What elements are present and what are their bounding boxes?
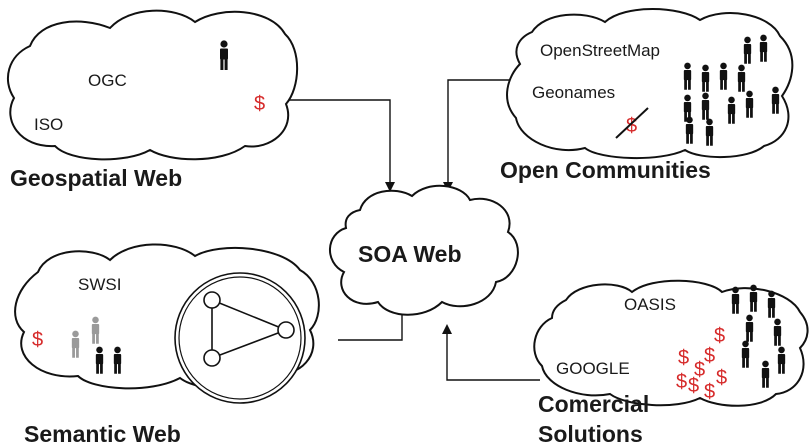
cloud-semantic: SWSI $ Semantic Web (14, 243, 320, 447)
cloud-title-semantic: Semantic Web (24, 421, 181, 447)
cloud-title-geospatial: Geospatial Web (10, 165, 182, 191)
graph-network-icon (174, 272, 306, 404)
cloud-geospatial: OGC ISO $ Geospatial Web (6, 9, 299, 191)
label-oasis: OASIS (624, 295, 676, 314)
label-ogc: OGC (88, 71, 127, 90)
dollar-icon: $ (678, 347, 689, 369)
dollar-icon: $ (694, 359, 705, 381)
cloud-shape-soa (329, 184, 519, 316)
cloud-shape-commercial (533, 279, 809, 407)
dollar-icon: $ (716, 367, 727, 389)
label-google: GOOGLE (556, 359, 630, 378)
cloud-title-open: Open Communities (500, 157, 711, 183)
cloud-open-communities: OpenStreetMap Geonames $ Open Communitie… (500, 8, 794, 183)
dollar-cluster: $ $ $ $ $ $ $ $ (676, 325, 727, 403)
dollar-icon: $ (254, 93, 265, 115)
label-geonames: Geonames (532, 83, 615, 102)
dollar-icon: $ (626, 115, 637, 137)
cloud-commercial: OASIS GOOGLE $ $ $ $ $ $ $ $ Comercial S… (533, 279, 809, 447)
label-swsi: SWSI (78, 275, 121, 294)
dollar-icon: $ (704, 381, 715, 403)
cloud-shape-geospatial (6, 9, 299, 161)
dollar-icon: $ (32, 329, 43, 351)
cloud-title-commercial-line1: Comercial (538, 391, 649, 417)
cloud-shape-open (506, 8, 794, 160)
label-iso: ISO (34, 115, 63, 134)
arrow-semantic-to-soa (338, 304, 407, 341)
cloud-title-soa: SOA Web (358, 241, 462, 267)
dollar-icon: $ (688, 375, 699, 397)
dollar-icon: $ (704, 345, 715, 367)
arrow-commercial-to-soa (442, 324, 540, 381)
dollar-icon: $ (676, 371, 687, 393)
connector-arrows (288, 79, 540, 381)
strike-line (615, 107, 649, 139)
arrow-geospatial-to-soa (288, 99, 395, 192)
cloud-soa-web: SOA Web (329, 184, 519, 316)
label-openstreetmap: OpenStreetMap (540, 41, 660, 60)
arrow-open-to-soa (443, 79, 512, 192)
dollar-icon: $ (714, 325, 725, 347)
cloud-title-commercial-line2: Solutions (538, 421, 643, 447)
